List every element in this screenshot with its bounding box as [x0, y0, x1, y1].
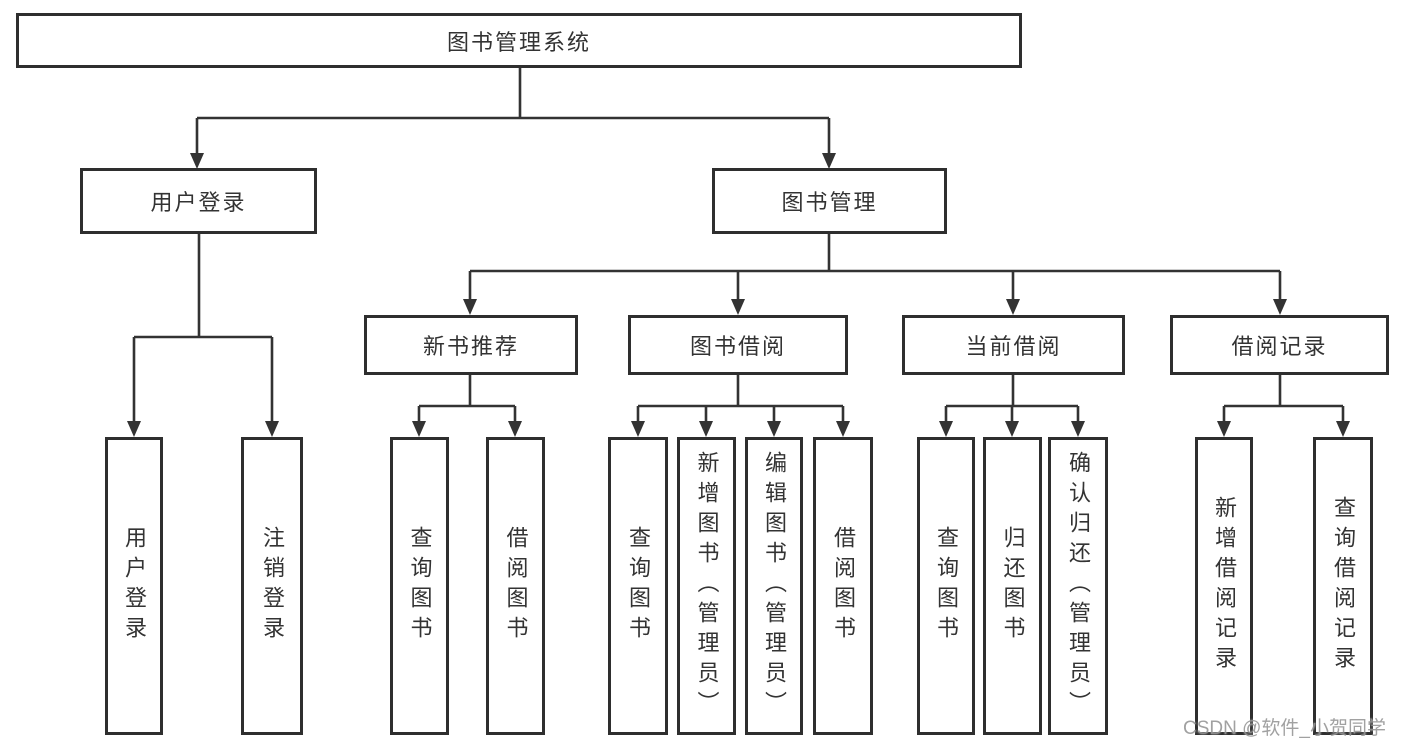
leaf-add-borrow-record-label: 新增借阅记录: [1212, 496, 1237, 676]
leaf-user-login: 用户登录: [105, 437, 163, 735]
leaf-logout-label: 注销登录: [260, 526, 285, 646]
node-user-login-module: 用户登录: [80, 168, 317, 234]
leaf-query-borrow-record: 查询借阅记录: [1313, 437, 1373, 735]
node-new-book-recommend-label: 新书推荐: [422, 334, 519, 359]
connector-book-management-to-level3: [463, 234, 1287, 315]
leaf-borrow-books-label: 借阅图书: [831, 526, 856, 646]
leaf-user-login-label: 用户登录: [122, 526, 147, 646]
connector-current-borrow-to-leaves: [939, 375, 1085, 437]
leaf-query-books-borrow-label: 查询图书: [626, 526, 651, 646]
node-new-book-recommend: 新书推荐: [364, 315, 578, 375]
connector-book-borrow-to-leaves: [631, 375, 850, 437]
leaf-return-books: 归还图书: [983, 437, 1042, 735]
node-book-borrowing: 图书借阅: [628, 315, 848, 375]
leaf-edit-books-admin-label: 编辑图书（管理员）: [762, 451, 787, 721]
leaf-query-books-recommend-label: 查询图书: [407, 526, 433, 646]
node-user-login-label: 用户登录: [150, 190, 247, 215]
leaf-query-books-current: 查询图书: [917, 437, 975, 735]
node-borrowing-records-label: 借阅记录: [1231, 334, 1328, 359]
connector-user-login-to-leaves: [127, 234, 279, 437]
connector-new-book-to-leaves: [412, 375, 522, 437]
node-book-borrowing-label: 图书借阅: [689, 334, 786, 359]
node-book-management-label: 图书管理: [781, 190, 878, 215]
leaf-borrow-books: 借阅图书: [813, 437, 873, 735]
leaf-add-books-admin-label: 新增图书（管理员）: [694, 451, 720, 721]
node-root-system: 图书管理系统: [16, 13, 1022, 68]
leaf-query-books-current-label: 查询图书: [934, 526, 959, 646]
node-root-label: 图书管理系统: [446, 29, 591, 55]
leaf-logout: 注销登录: [241, 437, 303, 735]
leaf-add-books-admin: 新增图书（管理员）: [677, 437, 736, 735]
leaf-add-borrow-record: 新增借阅记录: [1195, 437, 1253, 735]
leaf-query-borrow-record-label: 查询借阅记录: [1331, 496, 1356, 676]
leaf-confirm-return-admin: 确认归还（管理员）: [1048, 437, 1108, 735]
leaf-return-books-label: 归还图书: [1000, 526, 1026, 646]
node-borrowing-records: 借阅记录: [1170, 315, 1389, 375]
leaf-borrow-books-recommend: 借阅图书: [486, 437, 545, 735]
leaf-confirm-return-admin-label: 确认归还（管理员）: [1066, 451, 1091, 721]
leaf-edit-books-admin: 编辑图书（管理员）: [745, 437, 803, 735]
connector-root-to-level2: [190, 68, 836, 169]
node-book-management-module: 图书管理: [712, 168, 947, 234]
leaf-borrow-books-recommend-label: 借阅图书: [503, 526, 529, 646]
node-current-borrowing-label: 当前借阅: [965, 334, 1062, 359]
leaf-query-books-borrow: 查询图书: [608, 437, 668, 735]
connector-borrow-records-to-leaves: [1217, 375, 1350, 437]
leaf-query-books-recommend: 查询图书: [390, 437, 449, 735]
csdn-watermark: CSDN @软件_小贺同学: [1183, 718, 1386, 739]
node-current-borrowing: 当前借阅: [902, 315, 1125, 375]
